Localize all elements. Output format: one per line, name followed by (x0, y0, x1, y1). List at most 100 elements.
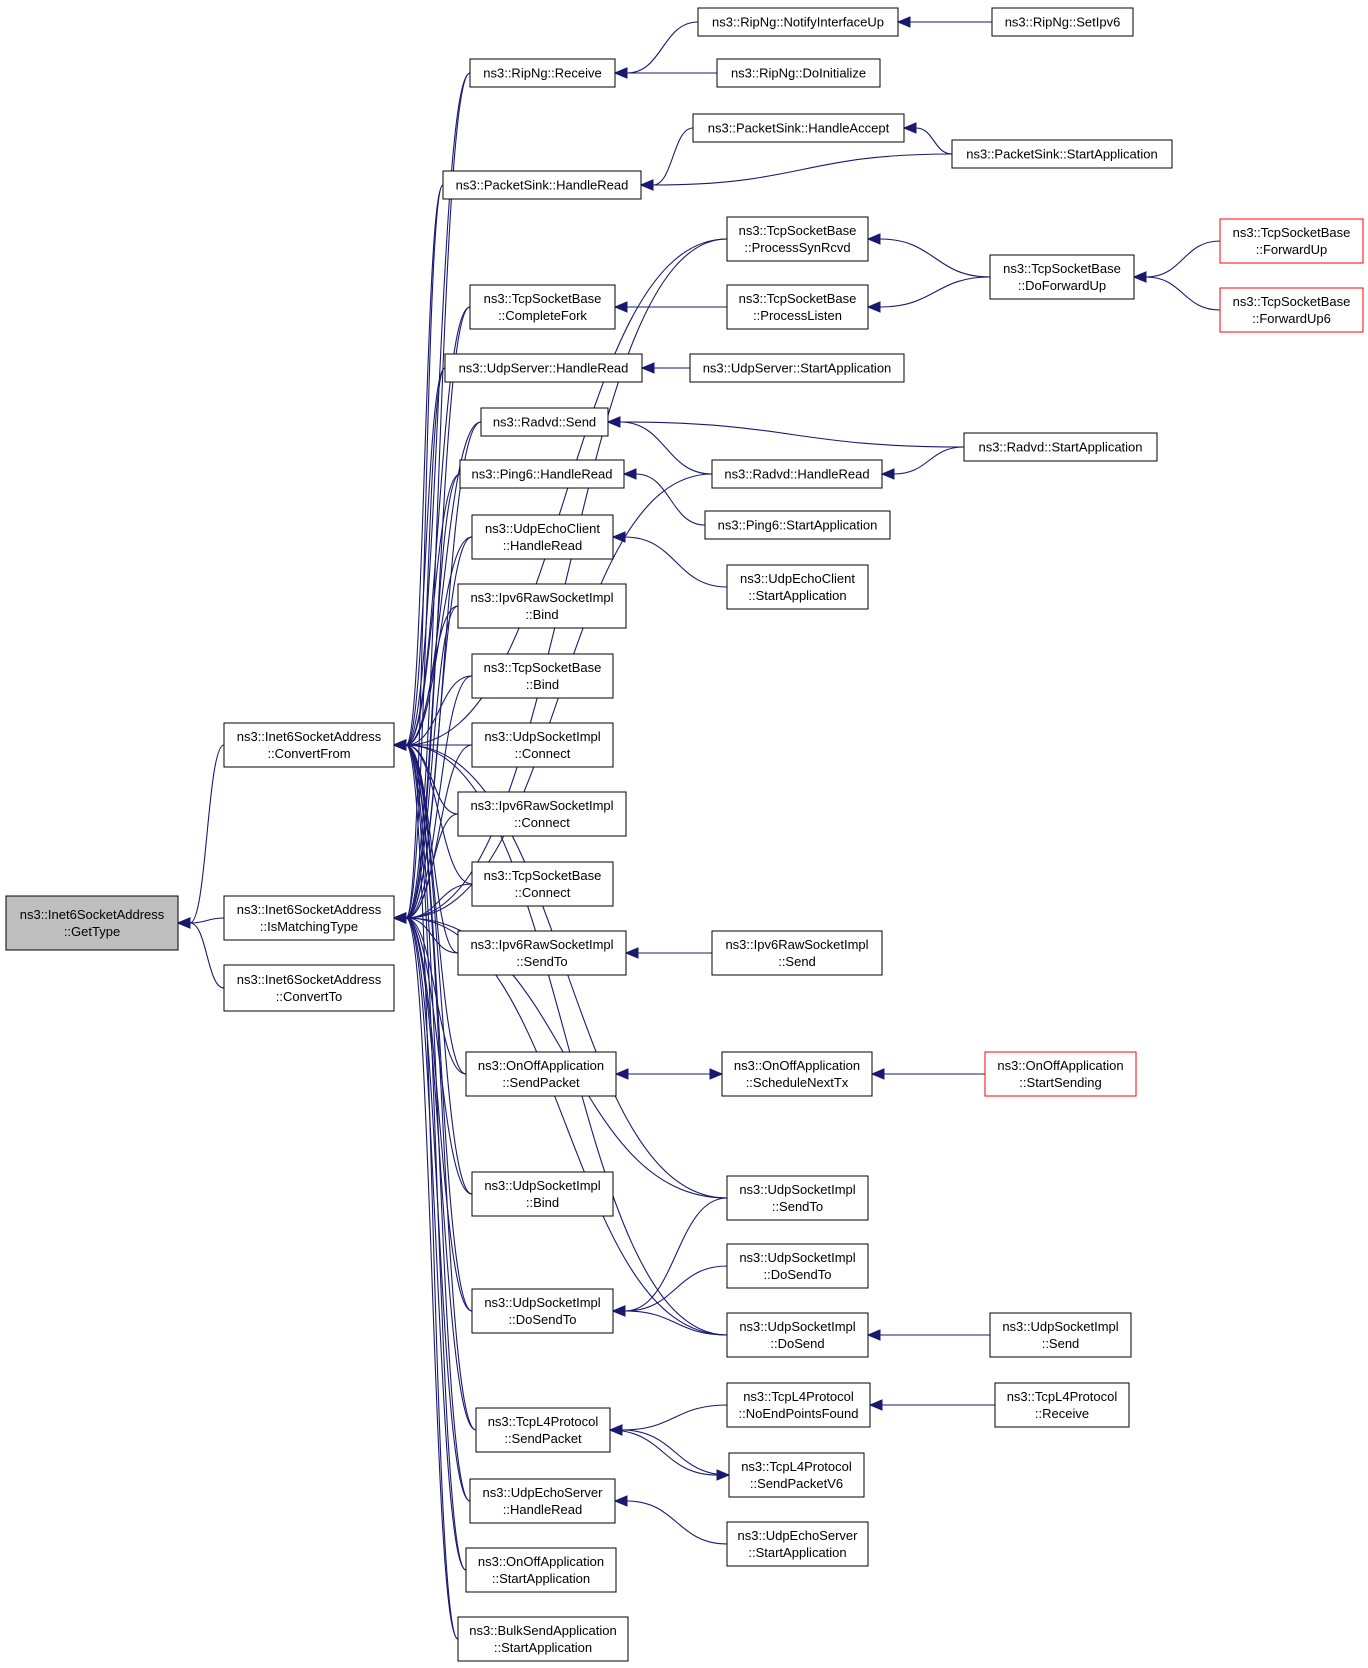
node-uec-read[interactable]: ns3::UdpEchoClient::HandleRead (471, 514, 614, 560)
call-edge (613, 67, 717, 79)
node-ues-read[interactable]: ns3::UdpEchoServer::HandleRead (469, 1478, 616, 1524)
node-label: ::SendPacket (502, 1075, 580, 1090)
node-tcp-connect[interactable]: ns3::TcpSocketBase::Connect (471, 861, 614, 907)
node-ping6-read[interactable]: ns3::Ping6::HandleRead (459, 459, 625, 489)
node-label: ::ForwardUp (1256, 242, 1328, 257)
node-label: ns3::UdpEchoClient (485, 521, 600, 536)
node-box (726, 284, 869, 330)
node-ues-start[interactable]: ns3::UdpEchoServer::StartApplication (726, 1521, 869, 1567)
node-label: ::ConvertTo (276, 989, 342, 1004)
node-tcp-synrcvd[interactable]: ns3::TcpSocketBase::ProcessSynRcvd (726, 216, 869, 262)
node-udpsock-bind[interactable]: ns3::UdpSocketImpl::Bind (471, 1171, 614, 1217)
node-ipv6raw-send[interactable]: ns3::Ipv6RawSocketImpl::Send (711, 930, 883, 976)
node-label: ::NoEndPointsFound (739, 1406, 859, 1421)
node-label: ns3::Ipv6RawSocketImpl (470, 798, 613, 813)
node-box (457, 930, 627, 976)
node-box (471, 1171, 614, 1217)
node-ripng-setipv6[interactable]: ns3::RipNg::SetIpv6 (991, 7, 1134, 37)
node-ps-accept[interactable]: ns3::PacketSink::HandleAccept (692, 113, 905, 143)
node-label: ns3::TcpSocketBase (1233, 294, 1351, 309)
node-box (951, 139, 1173, 169)
node-box (444, 353, 643, 383)
node-box (726, 1521, 869, 1567)
node-udpsrv-read[interactable]: ns3::UdpServer::HandleRead (444, 353, 643, 383)
node-label: ns3::PacketSink::StartApplication (966, 147, 1158, 162)
node-tcp-complete[interactable]: ns3::TcpSocketBase::CompleteFork (469, 284, 616, 330)
node-box (457, 1616, 629, 1662)
call-edge (868, 1399, 995, 1411)
node-label: ::GetType (64, 924, 120, 939)
node-udpsock-dosend[interactable]: ns3::UdpSocketImpl::DoSend (726, 1312, 869, 1358)
node-box (223, 964, 395, 1012)
node-onoff-sched[interactable]: ns3::OnOffApplication::ScheduleNextTx (721, 1051, 873, 1097)
node-label: ns3::TcpSocketBase (1233, 225, 1351, 240)
node-ipv6raw-bind[interactable]: ns3::Ipv6RawSocketImpl::Bind (457, 583, 627, 629)
node-box (459, 459, 625, 489)
node-label: ::Send (778, 954, 816, 969)
node-box (471, 1288, 614, 1334)
node-radvd-start[interactable]: ns3::Radvd::StartApplication (963, 432, 1158, 462)
node-gettype[interactable]: ns3::Inet6SocketAddress::GetType (5, 895, 179, 951)
node-udpsrv-start[interactable]: ns3::UdpServer::StartApplication (689, 353, 905, 383)
call-edge (613, 1495, 728, 1545)
node-tcp-dofwd[interactable]: ns3::TcpSocketBase::DoForwardUp (989, 254, 1135, 300)
node-tcp-fwd6[interactable]: ns3::TcpSocketBase::ForwardUp6 (1219, 287, 1364, 333)
node-label: ns3::UdpEchoServer (483, 1485, 604, 1500)
node-box (726, 564, 869, 610)
node-bulk-start[interactable]: ns3::BulkSendApplication::StartApplicati… (457, 1616, 629, 1662)
node-label: ::ForwardUp6 (1252, 311, 1331, 326)
node-label: ns3::UdpSocketImpl (739, 1250, 855, 1265)
node-label: ::StartApplication (492, 1571, 590, 1586)
node-ripng-receive[interactable]: ns3::RipNg::Receive (469, 58, 616, 88)
node-tcpl4-sendpkt6[interactable]: ns3::TcpL4Protocol::SendPacketV6 (728, 1452, 865, 1498)
node-tcp-listen[interactable]: ns3::TcpSocketBase::ProcessListen (726, 284, 869, 330)
node-tcpl4-noend[interactable]: ns3::TcpL4Protocol::NoEndPointsFound (726, 1382, 871, 1428)
node-box (442, 170, 642, 200)
node-box (994, 1382, 1130, 1428)
node-ripng-notify[interactable]: ns3::RipNg::NotifyInterfaceUp (697, 7, 899, 37)
call-edge (176, 744, 225, 929)
node-ripng-doinit[interactable]: ns3::RipNg::DoInitialize (716, 58, 881, 88)
call-edge (611, 1265, 728, 1317)
node-label: ns3::Ipv6RawSocketImpl (725, 937, 868, 952)
node-label: ns3::UdpSocketImpl (739, 1182, 855, 1197)
node-label: ::DoSendTo (509, 1312, 577, 1327)
node-ps-read[interactable]: ns3::PacketSink::HandleRead (442, 170, 642, 200)
node-udpsock-dosendto[interactable]: ns3::UdpSocketImpl::DoSendTo (471, 1288, 614, 1334)
node-box (475, 1407, 611, 1453)
node-label: ::Connect (515, 885, 571, 900)
node-label: ns3::TcpSocketBase (739, 291, 857, 306)
node-ipv6raw-sendto[interactable]: ns3::Ipv6RawSocketImpl::SendTo (457, 930, 627, 976)
node-box (469, 284, 616, 330)
call-edge (896, 16, 992, 28)
node-tcp-fwd[interactable]: ns3::TcpSocketBase::ForwardUp (1219, 218, 1364, 264)
call-edge (639, 127, 694, 191)
node-uec-start[interactable]: ns3::UdpEchoClient::StartApplication (726, 564, 869, 610)
node-convertfrom[interactable]: ns3::Inet6SocketAddress::ConvertFrom (223, 722, 395, 768)
node-convertto[interactable]: ns3::Inet6SocketAddress::ConvertTo (223, 964, 395, 1012)
node-udpsock-sendto[interactable]: ns3::UdpSocketImpl::SendTo (726, 1175, 869, 1221)
node-ps-start[interactable]: ns3::PacketSink::StartApplication (951, 139, 1173, 169)
node-tcp-bind[interactable]: ns3::TcpSocketBase::Bind (471, 653, 614, 699)
call-edge (176, 917, 225, 989)
node-radvd-read[interactable]: ns3::Radvd::HandleRead (711, 459, 883, 489)
node-ismatching[interactable]: ns3::Inet6SocketAddress::IsMatchingType (223, 895, 395, 941)
node-radvd-send[interactable]: ns3::Radvd::Send (480, 407, 609, 437)
node-tcpl4-receive[interactable]: ns3::TcpL4Protocol::Receive (994, 1382, 1130, 1428)
node-ipv6raw-connect[interactable]: ns3::Ipv6RawSocketImpl::Connect (457, 791, 627, 837)
node-udpsock-connect[interactable]: ns3::UdpSocketImpl::Connect (471, 722, 614, 768)
nodes: ns3::Inet6SocketAddress::GetTypens3::Ine… (5, 7, 1364, 1662)
call-edge (616, 1068, 724, 1080)
node-label: ::HandleRead (503, 1502, 583, 1517)
node-box (989, 254, 1135, 300)
node-onoff-start[interactable]: ns3::OnOffApplication::StartApplication (465, 1547, 617, 1593)
call-edge (392, 739, 728, 1336)
node-box (989, 1312, 1132, 1358)
node-label: ::ProcessSynRcvd (744, 240, 850, 255)
node-onoff-sendpkt[interactable]: ns3::OnOffApplication::SendPacket (465, 1051, 617, 1097)
node-ping6-start[interactable]: ns3::Ping6::StartApplication (704, 510, 891, 540)
node-udpsock-send[interactable]: ns3::UdpSocketImpl::Send (989, 1312, 1132, 1358)
node-onoff-startsend[interactable]: ns3::OnOffApplication::StartSending (984, 1051, 1137, 1097)
node-udpsock-dosendto2[interactable]: ns3::UdpSocketImpl::DoSendTo (726, 1243, 869, 1289)
node-tcpl4-sendpkt[interactable]: ns3::TcpL4Protocol::SendPacket (475, 1407, 611, 1453)
